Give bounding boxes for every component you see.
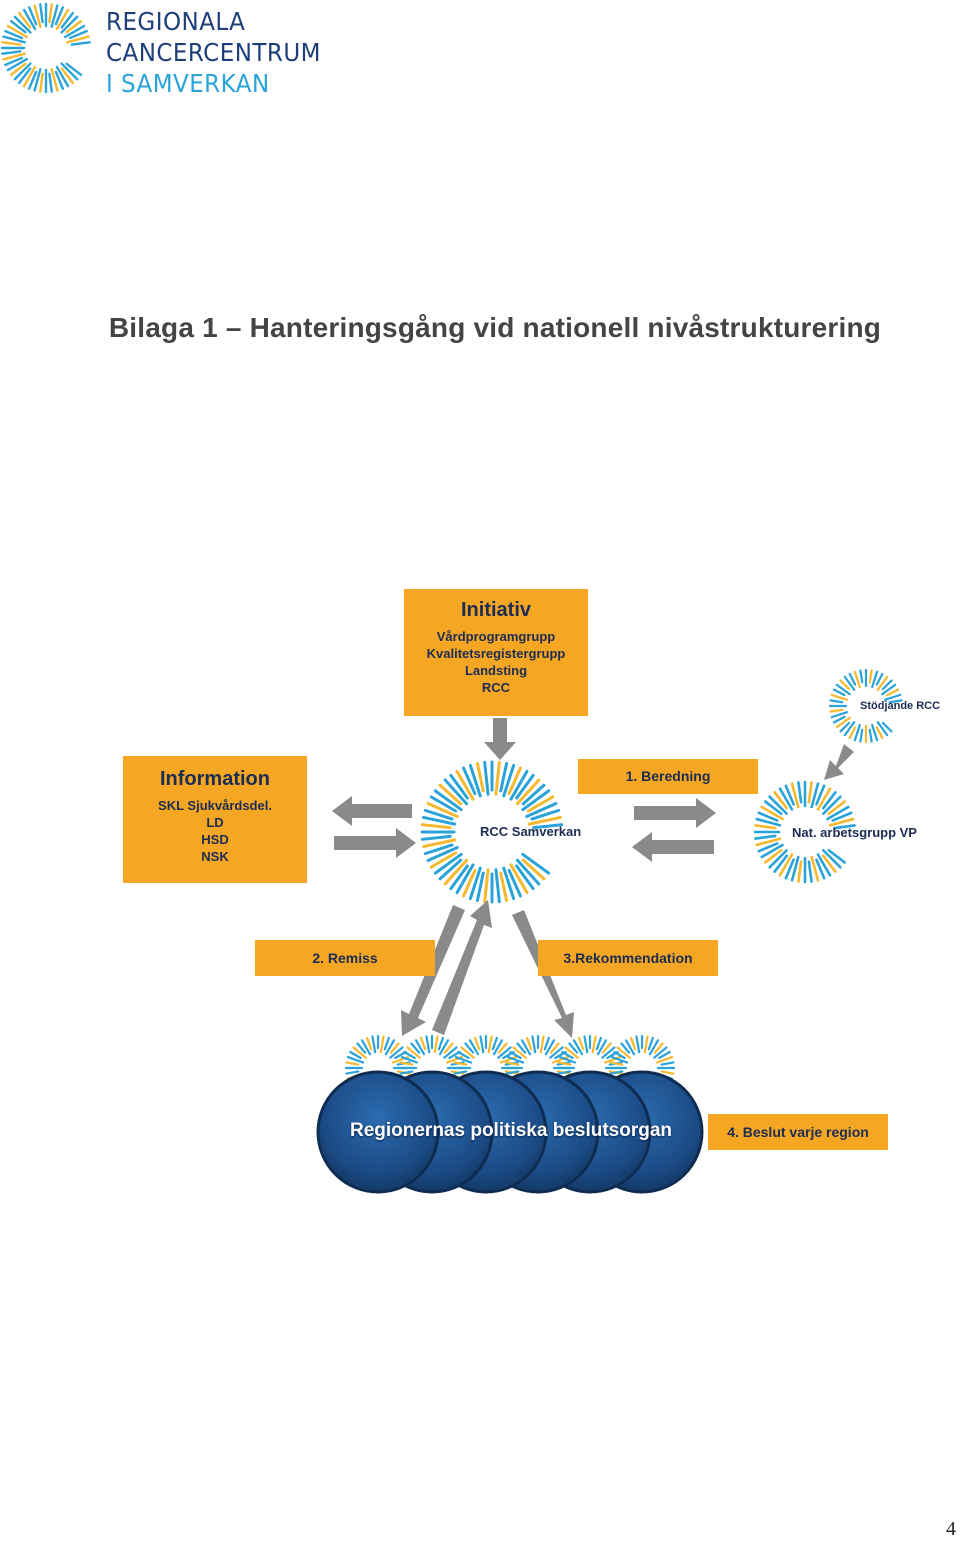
arrow-remiss-up: [432, 900, 492, 1035]
nat-arbetsgrupp-sunburst-icon: [753, 780, 856, 884]
arrow-from-information: [334, 828, 416, 858]
initiativ-box: Initiativ Vårdprogramgrupp Kvalitetsregi…: [404, 589, 588, 716]
arrow-from-nat: [632, 832, 714, 862]
initiativ-item: Landsting: [464, 663, 528, 678]
page-title: Bilaga 1 – Hanteringsgång vid nationell …: [108, 312, 882, 343]
initiativ-item: Kvalitetsregistergrupp: [426, 646, 566, 661]
arrow-initiativ-down: [484, 718, 516, 760]
regions-discs: [316, 1070, 704, 1194]
logo-line-1: REGIONALA: [106, 7, 246, 36]
step-rekommendation: 3.Rekommendation: [538, 940, 718, 976]
information-item: LD: [206, 815, 224, 830]
step-remiss: 2. Remiss: [255, 940, 435, 976]
step-beredning: 1. Beredning: [578, 759, 758, 794]
rcc-samverkan-label: RCC Samverkan: [480, 824, 582, 839]
logo-line-2: CANCERCENTRUM: [106, 38, 321, 67]
rcc-logo: REGIONALA CANCERCENTRUM I SAMVERKAN: [0, 0, 330, 100]
initiativ-heading: Initiativ: [460, 599, 531, 621]
information-item: NSK: [201, 849, 229, 864]
information-heading: Information: [160, 768, 270, 790]
rcc-samverkan-sunburst-icon: [420, 760, 564, 904]
step-beslut: 4. Beslut varje region: [708, 1114, 888, 1150]
stodjande-rcc-sunburst-icon: [828, 668, 903, 744]
arrow-stodjande: [824, 744, 854, 780]
arrow-to-information: [332, 796, 412, 826]
initiativ-item: RCC: [481, 680, 511, 695]
logo-line-3: I SAMVERKAN: [106, 69, 270, 98]
stodjande-rcc-label: Stödjande RCC: [860, 700, 941, 712]
sunburst-logo-icon: [0, 2, 91, 94]
arrow-to-nat: [634, 798, 716, 828]
page-number: 4: [946, 1518, 956, 1540]
information-item: HSD: [201, 832, 229, 847]
initiativ-item: Vårdprogramgrupp: [436, 629, 556, 644]
logo-wordmark: REGIONALA CANCERCENTRUM I SAMVERKAN: [106, 6, 340, 99]
nat-arbetsgrupp-label: Nat. arbetsgrupp VP: [792, 825, 917, 840]
regions-label: Regionernas politiska beslutsorgan: [349, 1120, 673, 1141]
information-item: SKL Sjukvårdsdel.: [158, 798, 272, 813]
information-box: Information SKL Sjukvårdsdel. LD HSD NSK: [123, 756, 307, 883]
